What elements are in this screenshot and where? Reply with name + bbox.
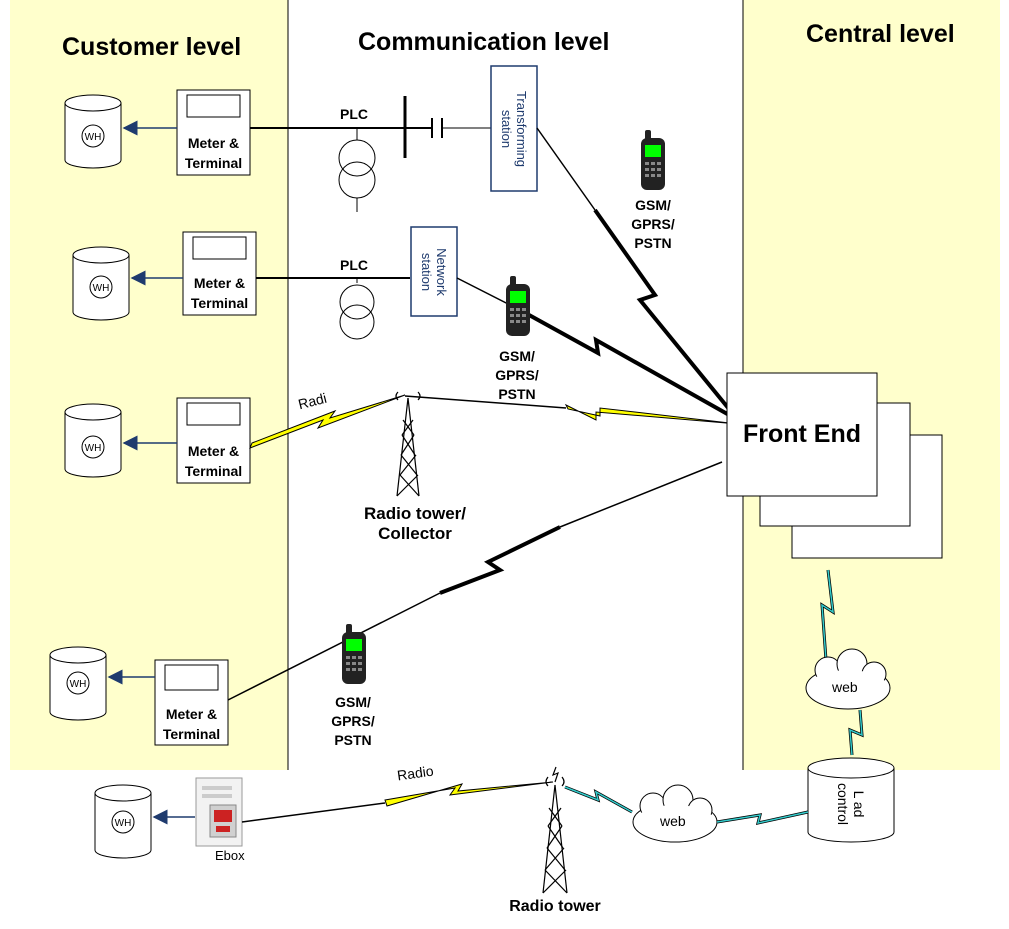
plc-label-1: PLC [340,106,368,122]
gsm-link-2 [519,308,739,422]
web-label-2: web [660,813,686,829]
wh-label-5: WH [115,818,132,829]
load-control-label-wrap: L ad control [808,772,894,836]
transforming-station-box [490,65,538,192]
wh-cylinder-2 [72,246,130,321]
meter-box-2 [182,231,257,316]
central-level-title: Central level [806,20,955,48]
web-link-1 [820,569,835,661]
communication-level-title: Communication level [358,28,610,56]
phone-icon-3 [342,624,366,684]
wh-cylinder-5 [94,784,152,859]
gsm-label-1: GSM/ GPRS/ PSTN [631,197,675,251]
meter-terminal-label-4: Meter & Terminal [162,706,221,742]
wh-label-1: WH [85,132,102,143]
load-control-label: L ad control [835,782,867,826]
transforming-station-label-wrap: Transforming station [491,66,537,191]
meter-terminal-label-3: Meter & Terminal [184,443,243,479]
network-station-label: Network station [419,247,449,296]
meter-box-3 [176,397,251,484]
load-control-cylinder [807,757,895,843]
transforming-station-label: Transforming station [499,90,530,167]
radio-tower-icon [542,766,568,894]
radio-link-ebox [384,781,554,807]
front-end-box-1 [726,372,878,497]
wh-label-2: WH [93,283,110,294]
wh-cylinder-3 [64,403,122,478]
gsm-link-4 [439,525,561,595]
radio-link-frontend [564,403,739,425]
gsm-label-2: GSM/ GPRS/ PSTN [495,348,539,402]
meter-terminal-label-1: Meter & Terminal [184,135,243,171]
meter-box-1 [176,89,251,176]
transformer-1 [338,128,376,212]
radio-tower-collector-icon [395,391,421,497]
wh-label-3: WH [85,443,102,454]
phone-icon-1 [641,130,665,190]
plc-label-2: PLC [340,257,368,273]
phone-icon-2 [506,276,530,336]
network-station-box [410,226,458,317]
gsm-link-1 [593,208,740,422]
ebox-device [195,777,243,847]
radio-tower-label: Radio tower [509,898,601,915]
gsm-label-3: GSM/ GPRS/ PSTN [331,694,375,748]
customer-level-title: Customer level [62,33,242,61]
network-station-label-wrap: Network station [411,227,457,316]
radio-tower-collector-label: Radio tower/ Collector [363,504,466,543]
wh-label-4: WH [70,679,87,690]
wh-cylinder-4 [49,646,107,721]
meter-terminal-label-2: Meter & Terminal [190,275,249,311]
web-label-1: web [832,679,858,695]
web-cloud-1 [805,648,891,710]
wh-cylinder-1 [64,94,122,169]
transformer-2 [339,278,375,340]
web-cloud-2 [632,784,718,843]
ebox-label: Ebox [215,848,245,863]
radio-link-meter3 [249,394,406,449]
meter-box-4 [154,659,229,746]
front-end-label: Front End [742,420,862,448]
